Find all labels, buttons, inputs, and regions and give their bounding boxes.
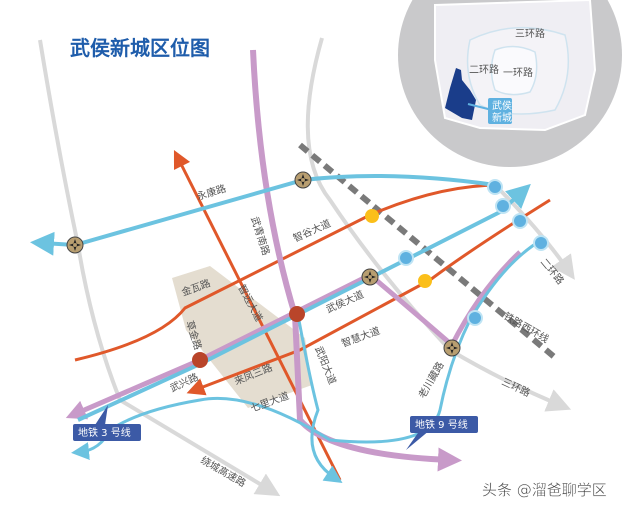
label-ring3: 三环路: [500, 375, 533, 399]
label-yongkang: 永康路: [195, 182, 227, 203]
district-tag-line2: 新城: [492, 111, 512, 124]
interchange-icons: [66, 171, 461, 357]
railway-west-ring: [298, 142, 560, 363]
zhigu-avenue: [74, 183, 501, 362]
station-icon: [512, 213, 528, 229]
metro-station-marker: [289, 306, 305, 322]
page-title: 武侯新城区位图: [70, 36, 210, 60]
district-tag: [488, 98, 512, 124]
metro-line-3-label: 地铁 3 号线: [78, 426, 131, 439]
station-icons: [398, 179, 549, 326]
inset-map: 武侯 新城 三环路 二环路 一环路: [398, 0, 622, 167]
metro-station-marker: [192, 352, 208, 368]
label-zhihui: 智慧大道: [340, 324, 382, 350]
wuyang-avenue-line: [296, 314, 343, 483]
metro-line-9-tag: [410, 416, 478, 433]
label-zhigu: 智谷大道: [291, 217, 333, 245]
district-shape: [445, 68, 476, 120]
label-wuyang: 武阳大道: [312, 344, 339, 386]
interchange-icon: [443, 339, 461, 357]
interchange-icon: [66, 236, 84, 254]
interchange-icon: [294, 171, 312, 189]
station-icon: [467, 310, 483, 326]
inset-ring3-label: 三环路: [515, 27, 545, 40]
watermark: 头条 @溜爸聊学区: [482, 481, 607, 499]
station-icon: [533, 235, 549, 251]
rail-crossing-marker: [418, 274, 432, 288]
station-icon: [398, 250, 414, 266]
interchange-icon: [361, 268, 379, 286]
rail-crossing-marker: [365, 209, 379, 223]
station-icon: [487, 179, 503, 195]
raocheng-expressway: [38, 39, 281, 497]
inset-ring2-label: 二环路: [469, 63, 499, 76]
second-ring-road: [493, 183, 575, 280]
third-ring-road: [305, 37, 572, 412]
district-tag-line1: 武侯: [492, 99, 512, 112]
station-icon: [495, 198, 511, 214]
inset-ring1-label: 一环路: [503, 66, 533, 79]
metro-line-9-label: 地铁 9 号线: [415, 418, 468, 431]
label-railway: 铁路西环线: [502, 309, 552, 345]
metro-line-3-tag: [73, 424, 141, 441]
